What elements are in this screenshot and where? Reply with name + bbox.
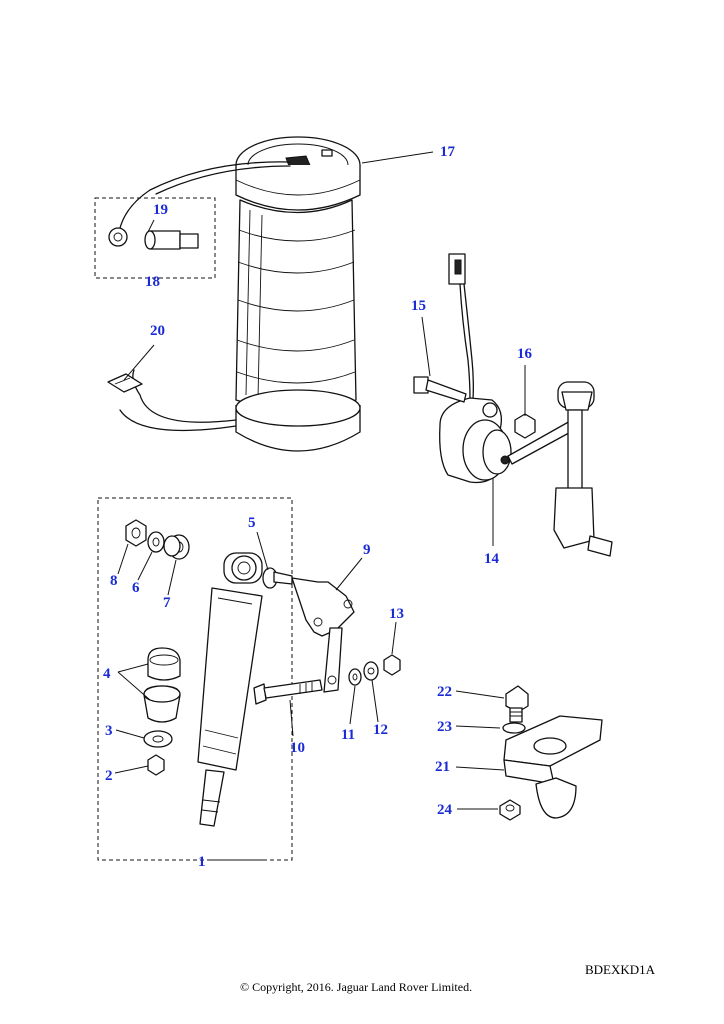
- callout-17: 17: [440, 144, 456, 160]
- callout-1: 1: [198, 854, 206, 870]
- callout-11: 11: [341, 727, 355, 743]
- callout-10: 10: [290, 740, 305, 756]
- upper-bolt: [262, 567, 293, 589]
- callout-3: 3: [105, 723, 113, 739]
- height-sensor: [413, 253, 613, 557]
- callout-18: 18: [145, 274, 160, 290]
- callout-19: 19: [153, 202, 168, 218]
- connector-kit-box: [94, 197, 216, 279]
- callout-labels: 1 2 3 4 5 6 7 8 9 10 11 12 13 14 15 16 1…: [103, 144, 533, 870]
- callout-21: 21: [435, 759, 450, 775]
- callout-23: 23: [437, 719, 452, 735]
- callout-5: 5: [248, 515, 256, 531]
- leader-lines: [114, 151, 526, 861]
- callout-16: 16: [517, 346, 533, 362]
- callout-6: 6: [132, 580, 140, 596]
- retaining-clip: [107, 373, 143, 393]
- callout-24: 24: [437, 802, 453, 818]
- callout-15: 15: [411, 298, 426, 314]
- sensor-link: [291, 577, 355, 693]
- callout-2: 2: [105, 768, 113, 784]
- callout-9: 9: [363, 542, 371, 558]
- callout-8: 8: [110, 573, 118, 589]
- diagram-reference-code: BDEXKD1A: [585, 962, 656, 977]
- shock-absorber: [197, 552, 263, 827]
- upper-mount-hardware: [125, 519, 190, 560]
- pipe-connector: [108, 227, 199, 250]
- callout-13: 13: [389, 606, 404, 622]
- callout-22: 22: [437, 684, 452, 700]
- callout-7: 7: [163, 595, 171, 611]
- callout-12: 12: [373, 722, 388, 738]
- lower-mount-hardware: [143, 647, 181, 776]
- link-hardware: [348, 654, 401, 686]
- callout-4: 4: [103, 666, 111, 682]
- copyright-notice: © Copyright, 2016. Jaguar Land Rover Lim…: [240, 980, 473, 994]
- mounting-bracket: [499, 685, 603, 821]
- shock-kit-box: [97, 497, 293, 861]
- long-bolt: [253, 679, 323, 705]
- air-spring: [117, 136, 361, 452]
- callout-14: 14: [484, 551, 500, 567]
- callout-20: 20: [150, 323, 165, 339]
